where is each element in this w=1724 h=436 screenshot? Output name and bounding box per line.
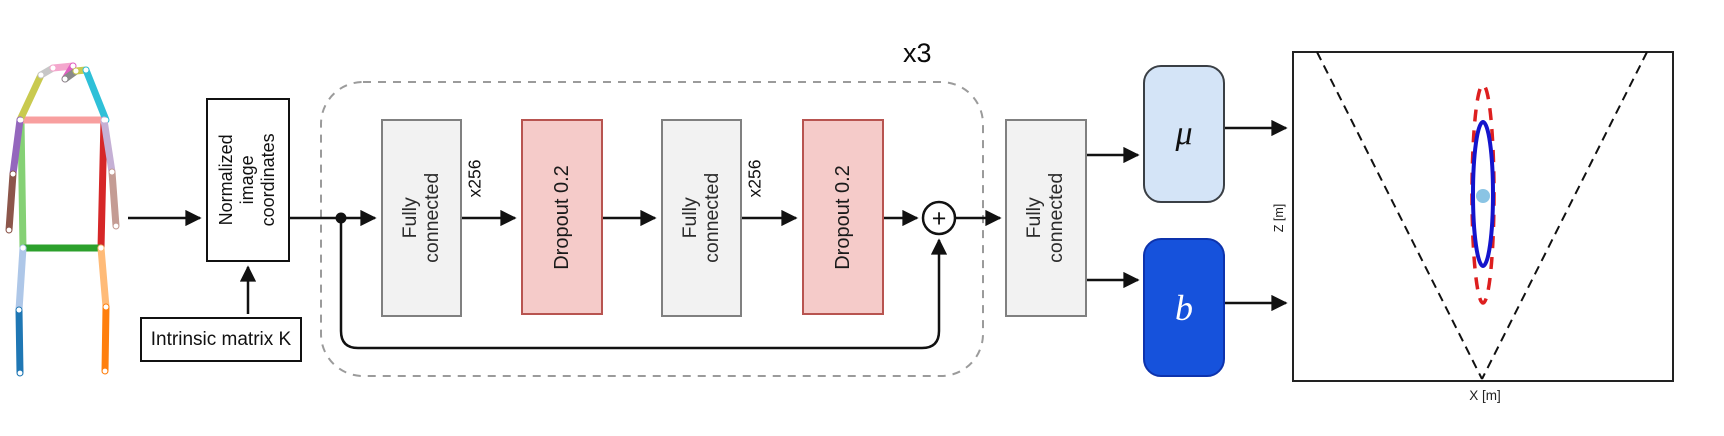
mu-output-box: μ [1143, 65, 1225, 203]
skeleton-joint [102, 368, 108, 374]
flow-arrows [128, 119, 1288, 350]
dropout-2-label: Dropout 0.2 [831, 164, 854, 270]
skeleton-joint [62, 76, 68, 82]
skip-connection [339, 218, 948, 350]
branch-junction-dot [335, 212, 347, 224]
dropout-1-label: Dropout 0.2 [550, 164, 573, 270]
fully-connected-1: Fully connected [381, 119, 462, 317]
normalized-coordinates-label: Normalized image coordinates [216, 133, 279, 227]
skeleton-bone [15, 306, 24, 377]
repeat-x3-label: x3 [903, 38, 932, 68]
skeleton-joint [73, 68, 79, 74]
sum-node: + [921, 200, 957, 236]
intrinsic-matrix-box: Intrinsic matrix K [140, 317, 302, 362]
skeleton-joint [113, 223, 119, 229]
skeleton-bone [15, 244, 27, 314]
skeleton-bone [97, 116, 108, 252]
fc1-units-label: x256 [464, 159, 485, 197]
skeleton-bone [9, 116, 24, 178]
b-label: b [1175, 287, 1193, 328]
fully-connected-2-label: Fully connected [678, 173, 723, 263]
skeleton-joint [38, 72, 44, 78]
skeleton-bone [5, 170, 17, 234]
birdseye-plot [1292, 51, 1674, 382]
skeleton-joint [20, 245, 26, 251]
mu-label: μ [1175, 115, 1193, 152]
skeleton-joint [6, 227, 12, 233]
skeleton-bone [100, 116, 116, 176]
fully-connected-1-label: Fully connected [398, 173, 443, 263]
skeleton-bone [108, 168, 120, 230]
plot-frame [1292, 51, 1674, 382]
intrinsic-matrix-label: Intrinsic matrix K [150, 328, 292, 350]
skeleton-joint [17, 370, 23, 376]
frustum-left-line [1316, 51, 1483, 380]
plot-ylabel: Z [m] [1272, 203, 1286, 233]
skeleton-bone [17, 116, 27, 252]
skeleton-bone [101, 303, 110, 375]
skeleton-bone [82, 66, 110, 124]
dropout-1: Dropout 0.2 [521, 119, 603, 315]
fc1-units-label-wrap: x256 [461, 144, 489, 212]
skeleton-joint [16, 307, 22, 313]
skeleton-joint [109, 169, 115, 175]
fully-connected-3: Fully connected [1005, 119, 1087, 317]
sum-circle [921, 200, 957, 236]
fc2-units-label-wrap: x256 [741, 144, 769, 212]
b-output-box: b [1143, 238, 1225, 377]
skeleton-bone [16, 71, 45, 124]
skeleton-joint [10, 171, 16, 177]
skeleton-joint [98, 245, 104, 251]
plot-ylabel-wrap: Z [m] [1266, 196, 1292, 240]
skeleton-joint [101, 117, 107, 123]
skeleton-bone [97, 244, 110, 311]
pose-skeleton [5, 62, 120, 377]
plot-xlabel: X [m] [1469, 388, 1501, 403]
residual-block-container [320, 81, 984, 377]
fully-connected-2: Fully connected [661, 119, 742, 317]
mean-position-dot [1476, 189, 1490, 203]
skeleton-joint [50, 65, 56, 71]
skeleton-joint [103, 304, 109, 310]
dropout-2: Dropout 0.2 [802, 119, 884, 315]
uncertainty-ellipse-blue [1471, 120, 1495, 268]
skeleton-joint [83, 67, 89, 73]
frustum-right-line [1481, 51, 1648, 380]
fc2-units-label: x256 [744, 159, 765, 197]
normalized-coordinates-box: Normalized image coordinates [206, 98, 290, 262]
sum-plus-icon: + [932, 205, 947, 233]
skeleton-joint [17, 117, 23, 123]
fully-connected-3-label: Fully connected [1023, 173, 1067, 263]
skeleton-joint [70, 63, 76, 69]
